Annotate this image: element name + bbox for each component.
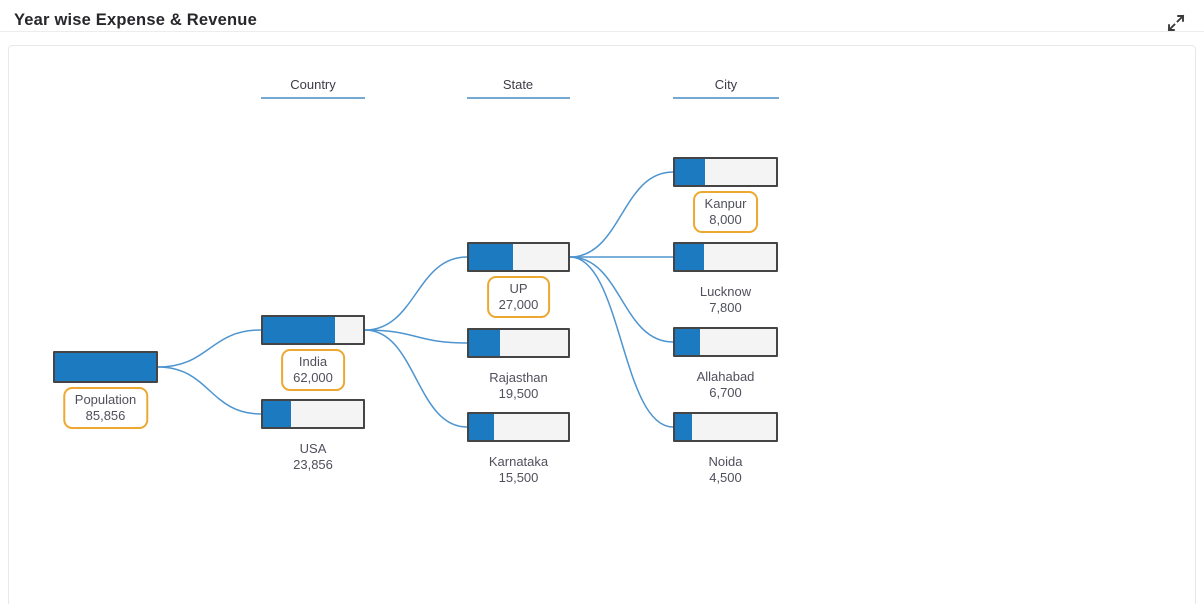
node-bar-noida[interactable] (673, 412, 778, 442)
node-bar-fill-india (263, 317, 335, 343)
column-underline-country (261, 97, 365, 99)
node-bar-fill-karnataka (469, 414, 494, 440)
node-label-value: 62,000 (293, 370, 333, 385)
node-label-name: Rajasthan (489, 370, 548, 385)
column-underline-state (467, 97, 570, 99)
node-bar-allahabad[interactable] (673, 327, 778, 357)
node-bar-fill-kanpur (675, 159, 706, 185)
node-label-name: Noida (708, 454, 743, 469)
node-label-name: UP (509, 281, 528, 296)
node-label-value: 4,500 (709, 470, 742, 485)
expand-button[interactable] (1164, 11, 1188, 35)
node-bar-lucknow[interactable] (673, 242, 778, 272)
node-bar-karnataka[interactable] (467, 412, 570, 442)
column-header-state: State (502, 77, 534, 92)
node-label-name: Allahabad (696, 369, 755, 384)
node-bar-india[interactable] (261, 315, 365, 345)
node-label-value: 6,700 (709, 385, 742, 400)
node-bar-fill-rajasthan (469, 330, 500, 356)
node-label-name: Karnataka (488, 454, 549, 469)
node-label-value: 7,800 (709, 300, 742, 315)
node-label-value: 19,500 (498, 386, 539, 401)
header-divider (0, 31, 1204, 32)
node-label-name: Lucknow (699, 284, 752, 299)
node-label-value: 27,000 (498, 297, 539, 312)
node-bar-usa[interactable] (261, 399, 365, 429)
node-label-name: USA (299, 441, 327, 456)
column-header-country: Country (290, 77, 336, 92)
node-bar-rajasthan[interactable] (467, 328, 570, 358)
node-bar-fill-lucknow (675, 244, 705, 270)
node-label-value: 85,856 (85, 408, 126, 423)
node-label-value: 8,000 (709, 212, 742, 227)
column-header-city: City (714, 77, 738, 92)
node-label-value: 23,856 (293, 457, 333, 472)
node-bar-fill-usa (263, 401, 291, 427)
column-underline-city (673, 97, 779, 99)
page-title: Year wise Expense & Revenue (14, 11, 257, 29)
node-bar-fill-allahabad (675, 329, 701, 355)
node-label-name: India (298, 354, 328, 369)
chart-panel (8, 45, 1196, 604)
node-bar-fill-population (55, 353, 156, 381)
expand-arrows-icon (1167, 14, 1185, 32)
node-bar-fill-up (469, 244, 513, 270)
node-bar-up[interactable] (467, 242, 570, 272)
node-bar-fill-noida (675, 414, 693, 440)
node-label-value: 15,500 (498, 470, 539, 485)
node-label-name: Kanpur (704, 196, 747, 211)
node-label-name: Population (74, 392, 137, 407)
node-bar-population[interactable] (53, 351, 158, 383)
node-bar-kanpur[interactable] (673, 157, 778, 187)
